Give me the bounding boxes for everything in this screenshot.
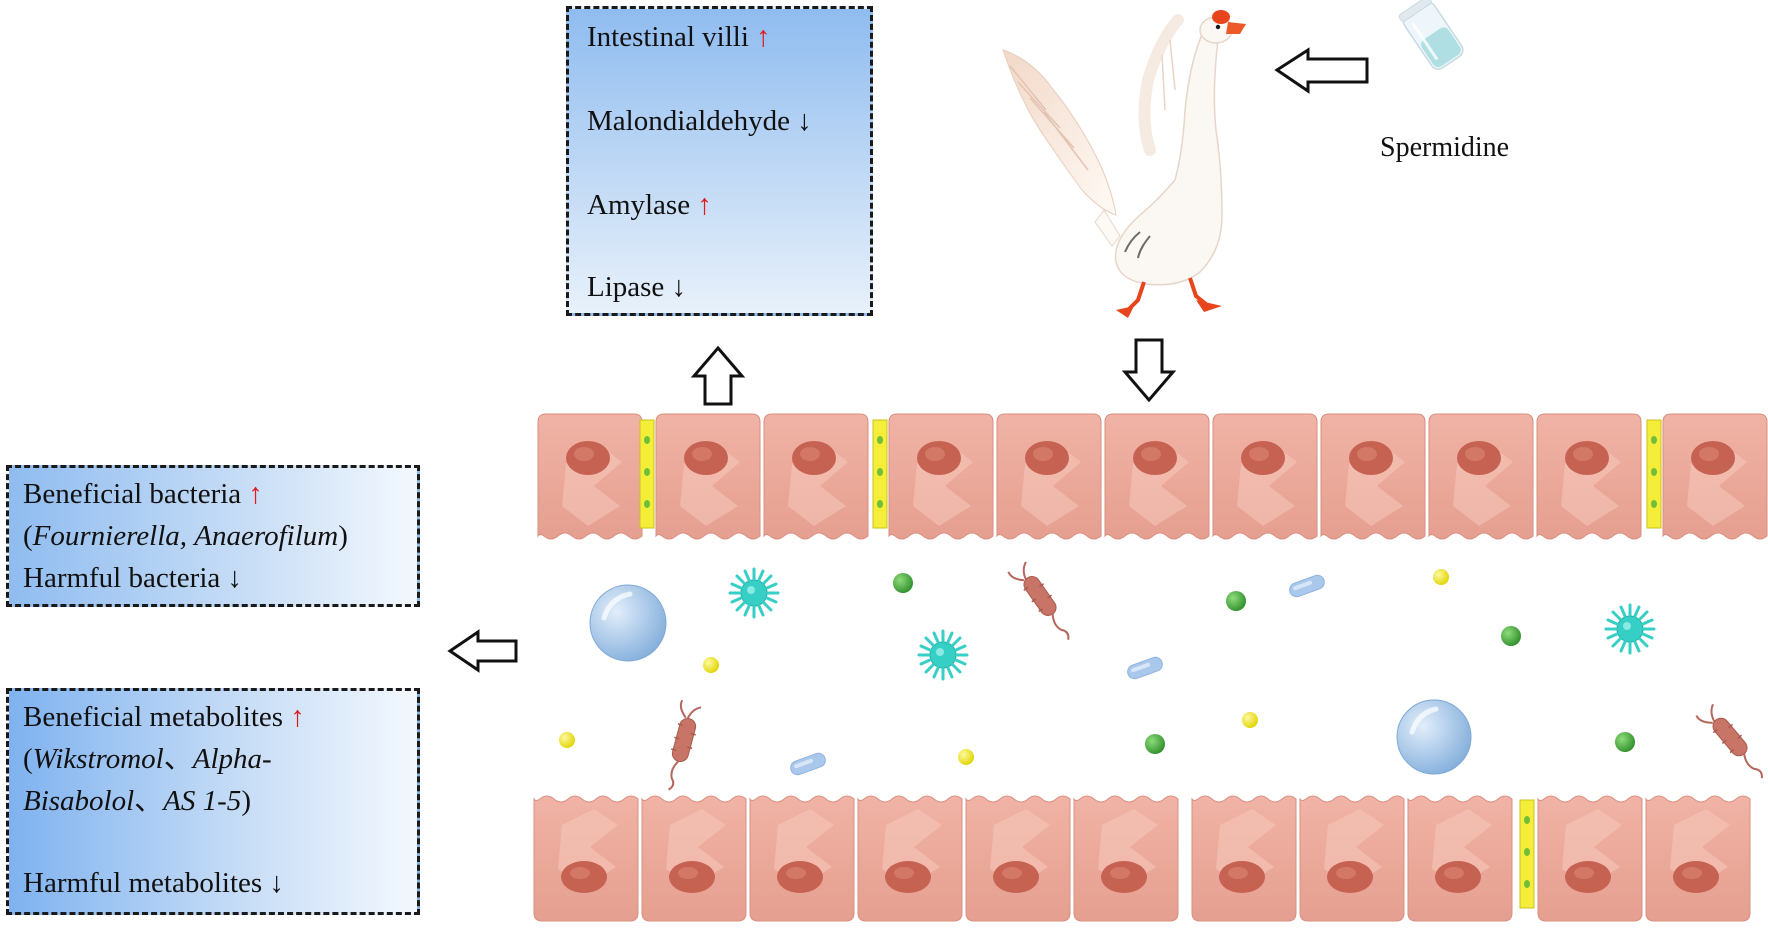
- genus-name: Anaerofilum: [194, 520, 339, 552]
- up-arrow-icon: ↑: [697, 189, 712, 221]
- bacillus-microbe: [1007, 558, 1080, 647]
- harmful-bacteria-label: Harmful bacteria: [23, 562, 221, 594]
- rod-microbe: [788, 750, 828, 778]
- up-arrow-icon: ↑: [756, 21, 771, 53]
- arrow-left-icon: [1274, 47, 1369, 94]
- beneficial-metabolites-line: Beneficial metabolites ↑: [23, 701, 305, 734]
- bottom-epithelium-row: [533, 795, 1751, 922]
- bacteria-box: Beneficial bacteria ↑ (Fournierella, Ana…: [6, 465, 420, 607]
- down-arrow-icon: ↓: [269, 867, 284, 899]
- spermidine-tube-icon: [1398, 0, 1464, 70]
- harmful-bacteria-line: Harmful bacteria ↓: [23, 562, 242, 595]
- yellow-microbe: [958, 749, 974, 765]
- open-paren: (: [23, 743, 33, 775]
- close-paren: ): [338, 520, 348, 552]
- intestinal-effects-box: Intestinal villi ↑ Malondialdehyde ↓ Amy…: [566, 6, 873, 316]
- open-paren: (: [23, 520, 33, 552]
- green-microbe: [1501, 626, 1521, 646]
- bacillus-microbe: [657, 699, 705, 794]
- arrow-down-icon: [1121, 338, 1177, 403]
- beneficial-bacteria-line: Beneficial bacteria ↑: [23, 478, 263, 511]
- effect-item: Amylase ↑: [587, 189, 712, 222]
- goose-illustration: [1002, 10, 1246, 318]
- effect-label: Malondialdehyde: [587, 105, 790, 137]
- bacillus-microbe: [1695, 700, 1768, 786]
- arrow-left-icon: [447, 629, 518, 673]
- effect-item: Intestinal villi ↑: [587, 21, 771, 54]
- yellow-microbe: [1433, 569, 1449, 585]
- spiky-microbe: [1604, 603, 1656, 655]
- up-arrow-icon: ↑: [248, 478, 263, 510]
- green-microbe: [893, 573, 913, 593]
- effect-label: Intestinal villi: [587, 21, 749, 53]
- spiky-microbe: [728, 567, 780, 619]
- top-epithelium-row: [537, 413, 1768, 540]
- yellow-microbe: [559, 732, 575, 748]
- compound-name: Wikstromol: [32, 743, 164, 775]
- rod-microbe: [1287, 572, 1327, 600]
- harmful-metabolites-line: Harmful metabolites ↓: [23, 867, 284, 900]
- metabolites-box: Beneficial metabolites ↑ (Wikstromol、Alp…: [6, 688, 420, 915]
- up-arrow-icon: ↑: [290, 701, 305, 733]
- compound-name: Alpha-: [192, 743, 272, 775]
- down-arrow-icon: ↓: [797, 105, 812, 137]
- green-microbe: [1145, 734, 1165, 754]
- green-microbe: [1615, 732, 1635, 752]
- spiky-microbe: [917, 629, 969, 681]
- bacteria-genera-line: (Fournierella, Anaerofilum): [23, 520, 348, 553]
- arrow-up-icon: [690, 345, 746, 406]
- effect-item: Lipase ↓: [587, 271, 686, 304]
- yellow-microbe: [1242, 712, 1258, 728]
- down-arrow-icon: ↓: [227, 562, 243, 594]
- genus-name: Fournierella,: [32, 520, 188, 552]
- harmful-metabolites-label: Harmful metabolites: [23, 867, 263, 899]
- gut-microbes: [559, 558, 1768, 794]
- separator: 、: [134, 785, 164, 817]
- effect-item: Malondialdehyde ↓: [587, 105, 812, 138]
- effect-label: Lipase: [587, 271, 665, 303]
- down-arrow-icon: ↓: [671, 271, 687, 303]
- bubble-microbe: [1396, 699, 1472, 775]
- yellow-microbe: [703, 657, 719, 673]
- spermidine-label: Spermidine: [1380, 132, 1510, 163]
- beneficial-metabolites-label: Beneficial metabolites: [23, 701, 284, 733]
- green-microbe: [1226, 591, 1246, 611]
- compound-name: Bisabolol: [23, 785, 135, 817]
- metabolite-names-line: (Wikstromol、Alpha-: [23, 743, 272, 776]
- rod-microbe: [1125, 654, 1165, 682]
- close-paren: ): [241, 785, 251, 817]
- effect-label: Amylase: [587, 189, 691, 221]
- beneficial-bacteria-label: Beneficial bacteria: [23, 478, 242, 510]
- metabolite-names-line: Bisabolol、AS 1-5): [23, 785, 251, 818]
- separator: 、: [163, 743, 193, 775]
- compound-name: AS 1-5: [163, 785, 242, 817]
